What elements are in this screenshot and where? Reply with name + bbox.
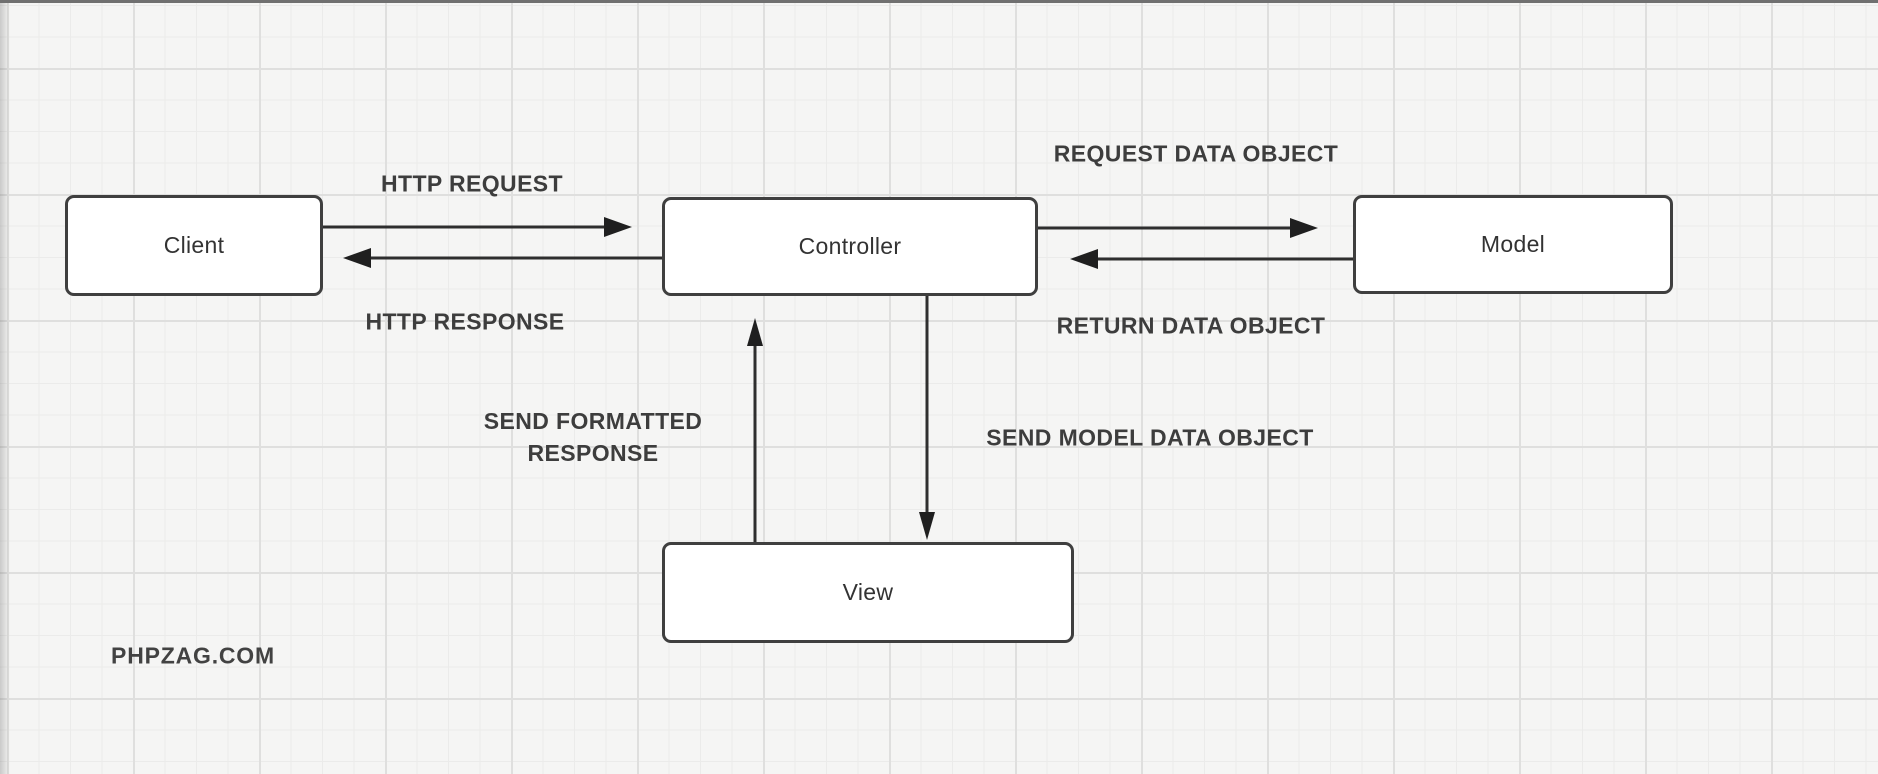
- arrow-send-model-data: [919, 290, 935, 540]
- edge-label-send-model-data-object: SEND MODEL DATA OBJECT: [986, 424, 1314, 451]
- arrow-send-formatted-head: [747, 318, 763, 346]
- arrow-http-response-head: [343, 248, 371, 268]
- arrow-send-model-head: [919, 512, 935, 540]
- node-controller-label: Controller: [798, 233, 902, 259]
- edge-label-return-data-object: RETURN DATA OBJECT: [1056, 312, 1326, 339]
- arrow-request-data-head: [1290, 218, 1318, 238]
- node-controller: Controller: [662, 197, 1038, 296]
- node-model-label: Model: [1480, 231, 1546, 257]
- arrow-request-data-object: [1032, 218, 1318, 238]
- arrow-send-formatted-response: [747, 318, 763, 542]
- edge-label-http-response: HTTP RESPONSE: [365, 308, 565, 335]
- left-edge-shade: [0, 0, 10, 774]
- arrow-return-data-head: [1070, 249, 1098, 269]
- watermark: PHPZAG.COM: [111, 642, 275, 669]
- edge-label-http-request: HTTP REQUEST: [380, 170, 564, 197]
- node-client-label: Client: [163, 232, 225, 258]
- top-edge-line: [0, 0, 1878, 3]
- arrow-return-data-object: [1070, 249, 1353, 269]
- edge-label-send-formatted-response: SEND FORMATTED RESPONSE: [483, 407, 703, 466]
- node-view-label: View: [842, 579, 894, 605]
- node-view: View: [662, 542, 1074, 643]
- edge-label-request-data-object: REQUEST DATA OBJECT: [1053, 140, 1339, 167]
- node-model: Model: [1353, 195, 1673, 294]
- arrow-http-response: [343, 248, 662, 268]
- arrow-http-request-head: [604, 217, 632, 237]
- arrow-http-request: [317, 217, 632, 237]
- node-client: Client: [65, 195, 323, 296]
